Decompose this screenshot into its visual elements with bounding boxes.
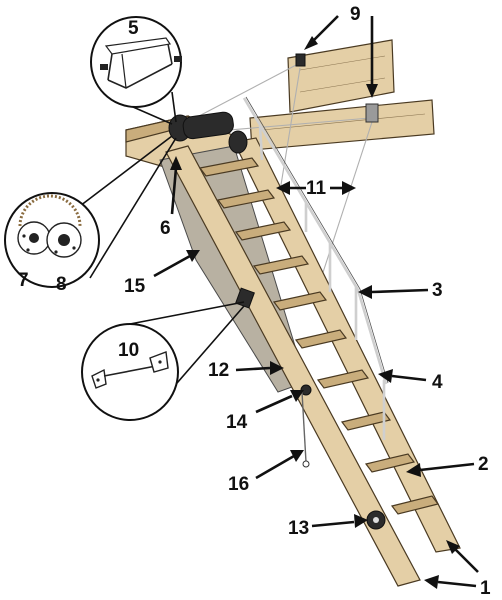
spring-housing xyxy=(168,111,248,154)
leader-2 xyxy=(406,462,475,477)
leader-4 xyxy=(378,369,427,383)
ceiling-board-upper xyxy=(287,39,395,113)
label-11: 11 xyxy=(306,178,327,199)
ladder-stringer-left xyxy=(165,145,421,587)
label-8: 8 xyxy=(56,274,67,295)
leader-3 xyxy=(358,285,429,299)
leader-16 xyxy=(255,450,304,480)
ladder-treads xyxy=(198,157,440,515)
foot-hinge-13 xyxy=(366,510,386,530)
hinge-bracket-icon xyxy=(100,37,182,89)
label-4: 4 xyxy=(432,372,443,393)
angle-bracket-icon xyxy=(91,351,169,389)
label-5: 5 xyxy=(128,18,139,39)
leader-9a xyxy=(304,15,339,50)
label-16: 16 xyxy=(228,474,249,495)
label-15: 15 xyxy=(124,276,146,297)
label-14: 14 xyxy=(226,412,248,433)
spring-wheel-icon xyxy=(17,194,82,258)
leader-15 xyxy=(153,250,200,278)
callout-10: 10 xyxy=(81,301,245,421)
ceiling-bracket-9a xyxy=(295,53,306,67)
label-9: 9 xyxy=(350,4,361,25)
leader-1b xyxy=(424,575,477,589)
leader-9b xyxy=(366,16,378,98)
leader-1a xyxy=(446,540,479,573)
leader-13 xyxy=(311,514,368,528)
label-2: 2 xyxy=(478,454,489,475)
ceiling-board-lower xyxy=(249,99,435,151)
callout-7-8: 7 8 xyxy=(4,135,177,295)
label-6: 6 xyxy=(160,218,171,239)
leader-14 xyxy=(255,390,304,414)
double-arrow-icon xyxy=(276,181,356,195)
handrail xyxy=(242,96,389,440)
label-7: 7 xyxy=(18,270,29,291)
label-1: 1 xyxy=(480,578,491,599)
label-13: 13 xyxy=(288,518,309,539)
pull-ring-hardware xyxy=(300,384,312,468)
leader-6 xyxy=(170,156,182,215)
ceiling-bracket-9b xyxy=(365,103,379,123)
leader-12 xyxy=(235,361,284,375)
label-10: 10 xyxy=(118,340,139,361)
label-3: 3 xyxy=(432,280,443,301)
callout-5: 5 xyxy=(90,16,182,125)
label-12: 12 xyxy=(208,360,229,381)
